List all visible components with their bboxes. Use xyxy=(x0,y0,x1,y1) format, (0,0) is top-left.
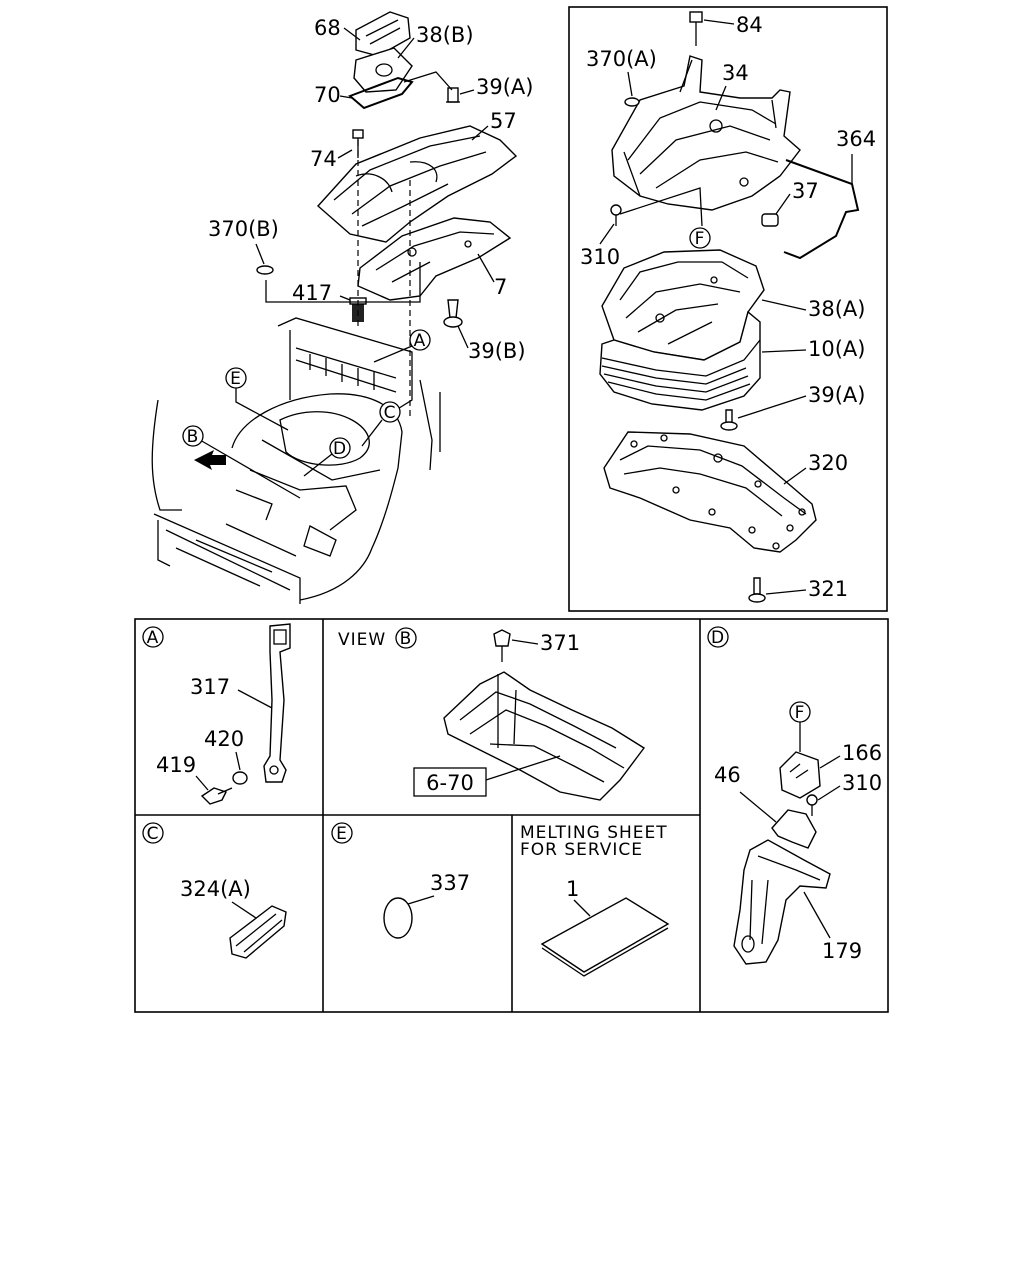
callout-417: 417 xyxy=(292,281,332,305)
svg-text:E: E xyxy=(336,824,348,844)
callout-310-d: 310 xyxy=(842,771,882,795)
clip-39b xyxy=(443,299,463,328)
panel-melting-sheet: MELTING SHEET FOR SERVICE 1 xyxy=(520,823,670,977)
part-70-gasket xyxy=(348,76,414,110)
svg-text:C: C xyxy=(384,403,397,423)
part-317-strap xyxy=(263,623,291,783)
svg-text:C: C xyxy=(147,824,160,844)
svg-text:B: B xyxy=(187,427,200,447)
callout-310-top: 310 xyxy=(580,245,620,269)
callout-39a-top: 39(A) xyxy=(476,75,533,99)
callout-1: 1 xyxy=(566,877,579,901)
melting-sheet-title-1: MELTING SHEET xyxy=(520,823,668,843)
callout-39b: 39(B) xyxy=(468,339,526,363)
callout-70: 70 xyxy=(314,83,341,107)
callout-37: 37 xyxy=(792,179,819,203)
part-1-melting-sheet xyxy=(540,897,670,973)
marker-f-top: F xyxy=(689,227,711,249)
callout-324a: 324(A) xyxy=(180,877,251,901)
nut-371 xyxy=(493,629,511,662)
clip-321 xyxy=(748,577,766,603)
svg-text:D: D xyxy=(333,439,347,459)
melting-sheet-title-2: FOR SERVICE xyxy=(520,840,643,860)
part-38b-plate xyxy=(353,47,413,93)
top-left-assembly: A E C D B 68 38(B) 70 39(A) 5 xyxy=(151,11,533,604)
panel-e: E 337 xyxy=(331,822,470,939)
svg-text:A: A xyxy=(147,628,160,648)
part-68-cap xyxy=(355,11,411,57)
callout-321: 321 xyxy=(808,577,848,601)
bolt-419 xyxy=(200,787,233,805)
callout-371: 371 xyxy=(540,631,580,655)
svg-text:F: F xyxy=(695,229,706,249)
part-364-line xyxy=(783,159,860,260)
callout-68: 68 xyxy=(314,16,341,40)
marker-c-body: C xyxy=(361,401,401,447)
marker-d-body: D xyxy=(303,437,351,477)
clip-39a-mid xyxy=(720,409,738,431)
part-320-shield xyxy=(603,431,817,553)
part-34-protector xyxy=(611,55,801,211)
callout-38a: 38(A) xyxy=(808,297,865,321)
callout-6-70: 6-70 xyxy=(426,771,474,795)
callout-337: 337 xyxy=(430,871,470,895)
svg-text:F: F xyxy=(795,703,806,723)
part-10a-tank xyxy=(599,310,761,411)
callout-84: 84 xyxy=(736,13,763,37)
marker-a-body: A xyxy=(373,329,431,363)
callout-370a: 370(A) xyxy=(586,47,657,71)
part-324a-clip xyxy=(229,905,287,959)
marker-f-d: F xyxy=(789,701,811,752)
callout-317: 317 xyxy=(190,675,230,699)
part-370b-seal xyxy=(256,265,274,275)
panel-d: D F 166 46 310 179 xyxy=(707,626,882,965)
washer-420 xyxy=(232,771,248,785)
view-b-arrow xyxy=(194,450,226,470)
screw-310-top xyxy=(610,204,622,226)
callout-320: 320 xyxy=(808,451,848,475)
detail-panels: A 317 420 419 VIEW B xyxy=(134,618,889,1013)
bolt-84 xyxy=(689,11,703,46)
svg-text:B: B xyxy=(400,629,413,649)
marker-b-body: B xyxy=(182,425,204,447)
callout-7: 7 xyxy=(494,275,507,299)
marker-e-body: E xyxy=(225,367,289,431)
svg-text:E: E xyxy=(230,369,242,389)
callout-39a-mid: 39(A) xyxy=(808,383,865,407)
part-179-bracket xyxy=(733,839,831,965)
ref-6-70-box xyxy=(413,767,487,797)
callout-57: 57 xyxy=(490,109,517,133)
callout-420: 420 xyxy=(204,727,244,751)
svg-text:A: A xyxy=(414,331,427,351)
view-label: VIEW xyxy=(338,630,386,650)
callout-179: 179 xyxy=(822,939,862,963)
panel-a: A 317 420 419 xyxy=(142,623,291,805)
part-57-cover xyxy=(317,125,518,243)
callout-46: 46 xyxy=(714,763,741,787)
panel-c: C 324(A) xyxy=(142,822,287,959)
callout-34: 34 xyxy=(722,61,749,85)
callout-364: 364 xyxy=(836,127,876,151)
callout-166: 166 xyxy=(842,741,882,765)
part-370a-seal xyxy=(624,97,640,107)
callout-74: 74 xyxy=(310,147,337,171)
panel-view-b: VIEW B 6-70 371 xyxy=(338,627,646,801)
callout-38b: 38(B) xyxy=(416,23,474,47)
callout-370b: 370(B) xyxy=(208,217,279,241)
floor-insulator-view-b xyxy=(443,671,646,801)
callout-419: 419 xyxy=(156,753,196,777)
part-46-bracket xyxy=(771,809,817,849)
part-337-plug xyxy=(383,897,413,939)
callout-10a: 10(A) xyxy=(808,337,865,361)
vehicle-body-floor xyxy=(151,317,441,604)
fuel-tank-assembly-box: F 84 370(A) 34 364 xyxy=(568,6,888,612)
svg-text:D: D xyxy=(711,628,725,648)
top-right-frame xyxy=(568,6,888,612)
screw-310-d xyxy=(806,794,818,816)
part-37-cushion xyxy=(761,213,779,227)
clip-39a-top xyxy=(446,87,460,103)
